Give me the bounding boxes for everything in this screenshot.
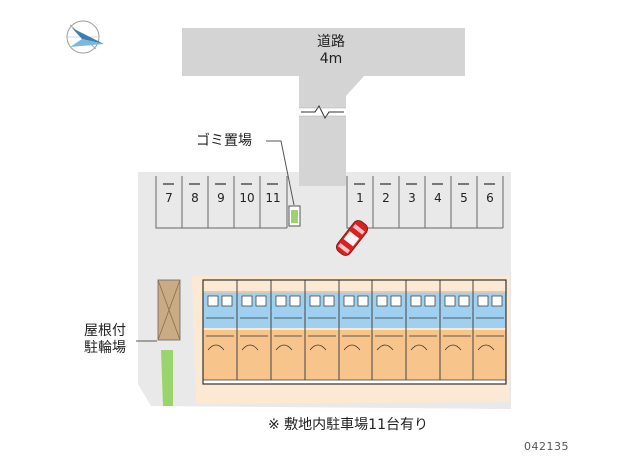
- public-road: [182, 28, 465, 185]
- bike-parking-label: 屋根付 駐輪場: [84, 323, 126, 357]
- map-code: 042135: [524, 440, 569, 453]
- compass-icon: [66, 20, 104, 54]
- garbage-label: ゴミ置場: [196, 133, 252, 149]
- road-width: 4m: [319, 51, 343, 67]
- bike-shelter: [157, 279, 181, 341]
- road-name-label: 道路 4m: [300, 34, 362, 68]
- road-name: 道路: [317, 34, 345, 50]
- car-icon: [336, 220, 368, 256]
- garbage-station-icon: [288, 205, 301, 227]
- bike-parking-label-line1: 屋根付: [84, 323, 126, 339]
- bike-parking-label-line2: 駐輪場: [84, 340, 126, 356]
- stall-number-2: 2: [382, 191, 390, 205]
- driveway: [299, 172, 346, 186]
- stall-number-3: 3: [408, 191, 416, 205]
- parking-note: ※ 敷地内駐車場11台有り: [268, 417, 428, 433]
- parking-stalls-right: [346, 176, 504, 229]
- stall-number-9: 9: [217, 191, 225, 205]
- green-strip: [161, 350, 173, 406]
- stall-number-11: 11: [265, 191, 280, 205]
- stall-number-4: 4: [434, 191, 442, 205]
- stall-number-10: 10: [239, 191, 254, 205]
- road-break-icon: [299, 105, 346, 119]
- parking-stalls-left: [155, 176, 288, 229]
- stall-number-7: 7: [165, 191, 173, 205]
- stall-number-1: 1: [356, 191, 364, 205]
- garbage-leader-line: [266, 140, 295, 206]
- stall-number-6: 6: [486, 191, 494, 205]
- apartment-building: [192, 276, 509, 404]
- stall-number-8: 8: [191, 191, 199, 205]
- stall-number-5: 5: [460, 191, 468, 205]
